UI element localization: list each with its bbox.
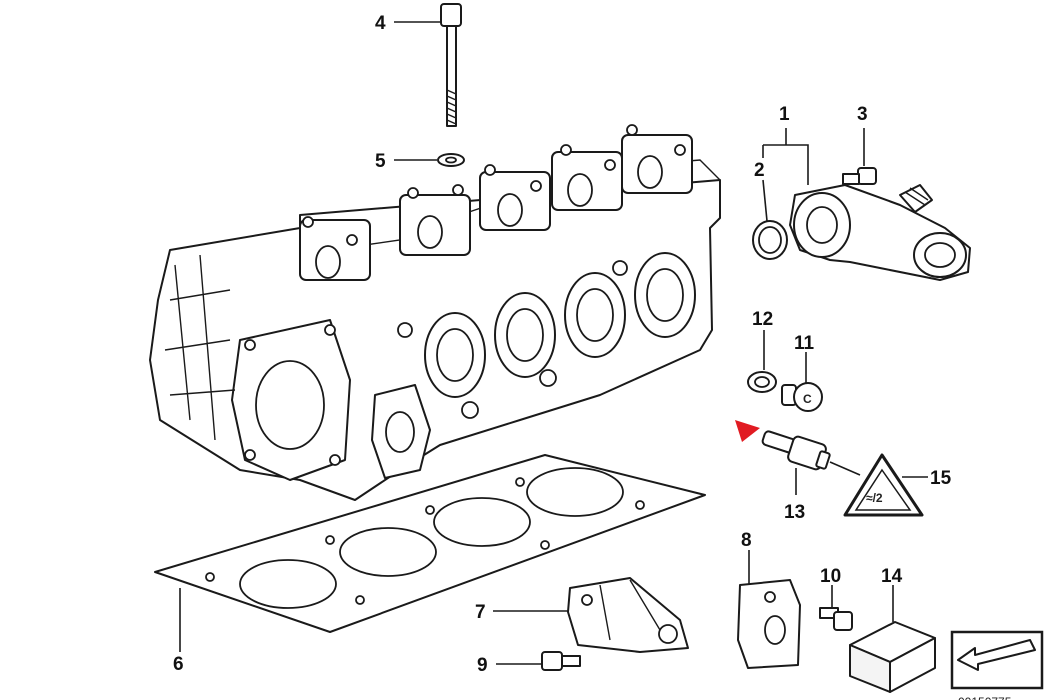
housing-bolt <box>842 167 877 185</box>
washer <box>437 153 465 167</box>
callout-5: 5 <box>375 151 386 172</box>
bracket-bolt <box>541 651 581 671</box>
seal-ring <box>747 371 777 393</box>
warning-triangle-icon: ≈/2 <box>843 453 924 517</box>
callouts: 4 5 1 3 2 12 11 15 13 8 10 14 7 6 9 <box>173 13 952 676</box>
o-ring <box>752 220 788 260</box>
callout-10: 10 <box>820 566 841 587</box>
callout-2: 2 <box>754 160 765 181</box>
callout-15: 15 <box>930 468 952 489</box>
callout-7: 7 <box>475 602 486 623</box>
arrow-icon[interactable] <box>950 630 1044 690</box>
callout-9: 9 <box>477 655 488 676</box>
callout-1: 1 <box>779 104 790 125</box>
screw-plug: C <box>781 382 823 412</box>
leader-lines <box>179 21 928 665</box>
cylinder-head <box>149 124 721 501</box>
callout-12: 12 <box>752 309 773 330</box>
callout-8: 8 <box>741 530 752 551</box>
callout-11: 11 <box>794 333 815 354</box>
flange-bolt <box>819 607 853 631</box>
callout-13: 13 <box>784 502 805 523</box>
lifting-bracket <box>567 577 689 653</box>
head-bolt <box>440 3 462 127</box>
cover-flange <box>737 579 801 669</box>
sealant-box <box>849 621 936 693</box>
callout-6: 6 <box>173 654 184 675</box>
red-triangle-pointer <box>735 420 760 442</box>
head-gasket <box>154 454 706 633</box>
callout-4: 4 <box>375 13 386 34</box>
callout-3: 3 <box>857 104 868 125</box>
callout-14: 14 <box>881 566 903 587</box>
thermostat-housing <box>789 184 971 281</box>
svg-text:C: C <box>803 392 812 406</box>
temperature-sensor <box>761 430 831 471</box>
diagram-reference-number: 00150775 <box>958 695 1012 700</box>
svg-text:≈/2: ≈/2 <box>866 491 883 505</box>
